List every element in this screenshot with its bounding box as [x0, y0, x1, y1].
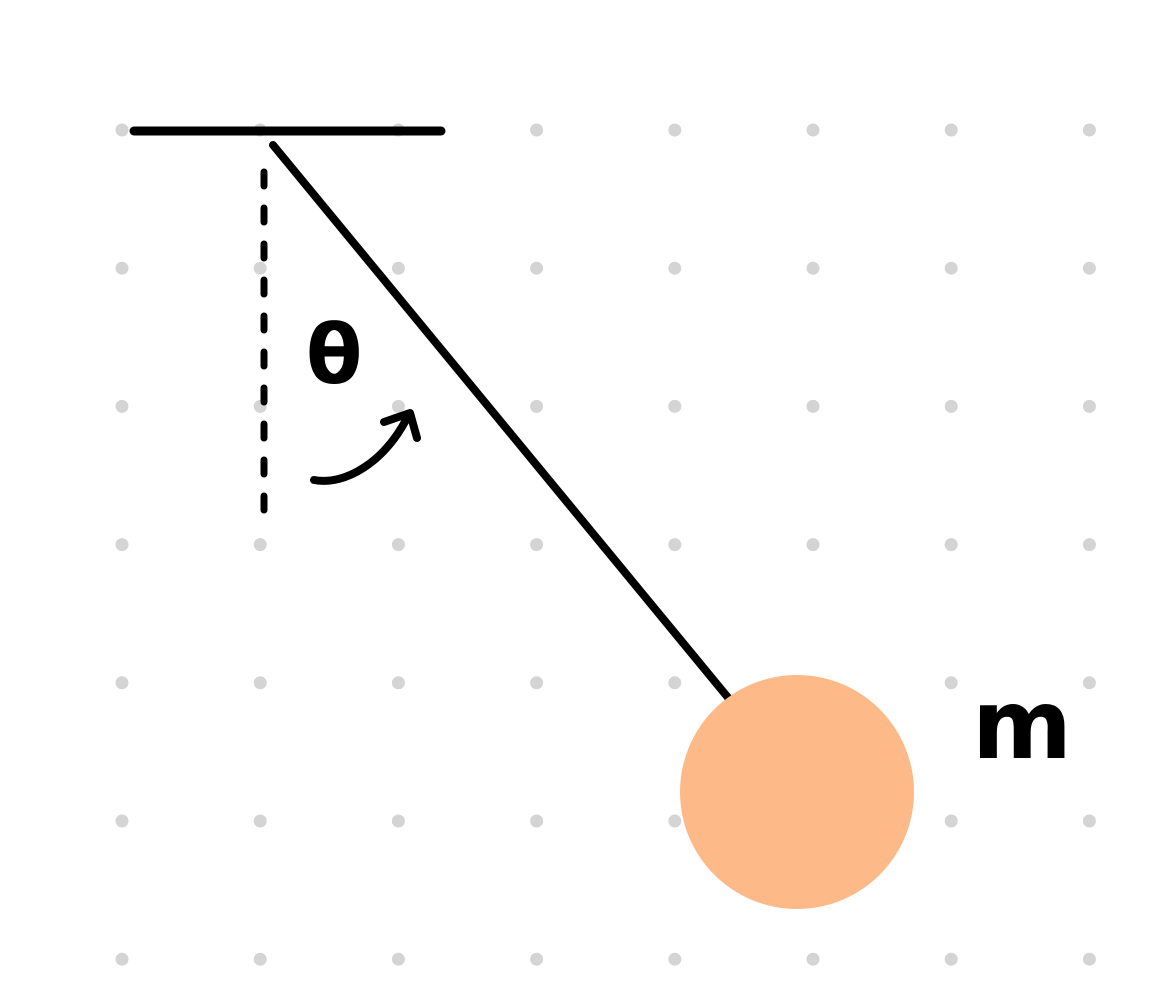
- grid-dot: [1082, 814, 1096, 828]
- grid-dot: [806, 123, 820, 137]
- grid-dot: [115, 261, 129, 275]
- grid-dot: [115, 399, 129, 413]
- grid-dot: [668, 952, 682, 966]
- grid-dot: [668, 123, 682, 137]
- grid-dot: [530, 538, 544, 552]
- grid-dot: [253, 952, 267, 966]
- grid-dot: [530, 814, 544, 828]
- pendulum-string: [269, 141, 734, 704]
- grid-dot: [806, 399, 820, 413]
- grid-dot: [391, 814, 405, 828]
- angle-arrow: [310, 412, 412, 485]
- grid-dot: [115, 538, 129, 552]
- grid-dot: [944, 261, 958, 275]
- grid-dot: [668, 261, 682, 275]
- grid-dot: [115, 123, 129, 137]
- grid-dot: [253, 676, 267, 690]
- grid-dot: [391, 676, 405, 690]
- grid-dot: [806, 952, 820, 966]
- grid-dot: [944, 676, 958, 690]
- grid-dot: [391, 952, 405, 966]
- grid-dot: [806, 538, 820, 552]
- grid-dot: [391, 538, 405, 552]
- grid-dot: [668, 538, 682, 552]
- grid-dot: [668, 814, 682, 828]
- grid-dot: [530, 123, 544, 137]
- grid-dot: [944, 399, 958, 413]
- grid-dot: [530, 952, 544, 966]
- grid-dot: [806, 261, 820, 275]
- grid-dot: [530, 261, 544, 275]
- grid-dot: [391, 399, 405, 413]
- grid-dot: [115, 814, 129, 828]
- grid-dot: [1082, 538, 1096, 552]
- grid-dot: [115, 952, 129, 966]
- angle-arrowhead: [380, 409, 421, 442]
- grid-dot: [668, 676, 682, 690]
- grid-dot: [530, 676, 544, 690]
- grid-dot: [1082, 261, 1096, 275]
- grid-dot: [944, 814, 958, 828]
- grid-dot: [253, 538, 267, 552]
- angle-label: θ: [306, 308, 362, 403]
- grid-dot: [1082, 399, 1096, 413]
- grid-dot: [115, 676, 129, 690]
- grid-dot: [668, 399, 682, 413]
- grid-dot: [253, 814, 267, 828]
- grid-dot: [1082, 952, 1096, 966]
- grid-dot: [944, 123, 958, 137]
- grid-dot: [1082, 123, 1096, 137]
- grid-dot: [391, 261, 405, 275]
- pendulum-bob: [680, 675, 914, 909]
- grid-dot: [944, 538, 958, 552]
- grid-dot: [1082, 676, 1096, 690]
- grid-dot: [530, 399, 544, 413]
- grid-dot: [253, 261, 267, 275]
- dot-grid: [115, 123, 1096, 966]
- grid-dot: [944, 952, 958, 966]
- mass-label: m: [972, 669, 1072, 781]
